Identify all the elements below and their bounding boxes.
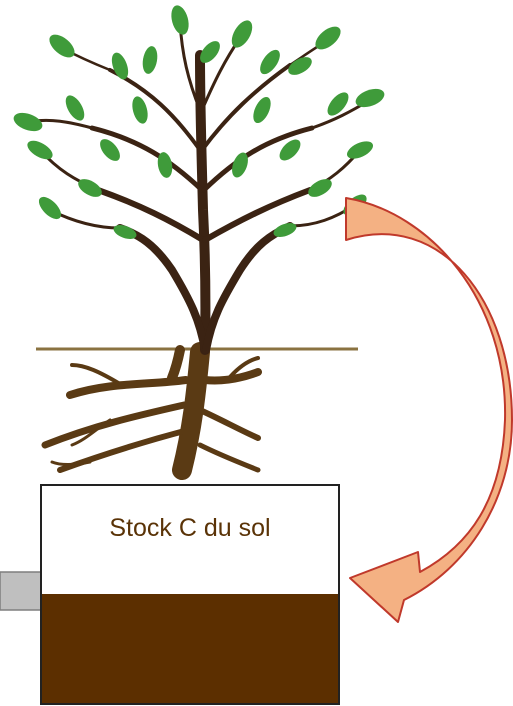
tree-icon	[13, 5, 385, 355]
curved-arrow-icon	[345, 197, 513, 623]
soil-carbon-stock-box: Stock C du sol	[40, 484, 340, 705]
stock-label: Stock C du sol	[109, 514, 271, 542]
input-arrow-icon	[0, 571, 45, 611]
soil-fill	[42, 594, 338, 703]
roots	[41, 342, 262, 480]
